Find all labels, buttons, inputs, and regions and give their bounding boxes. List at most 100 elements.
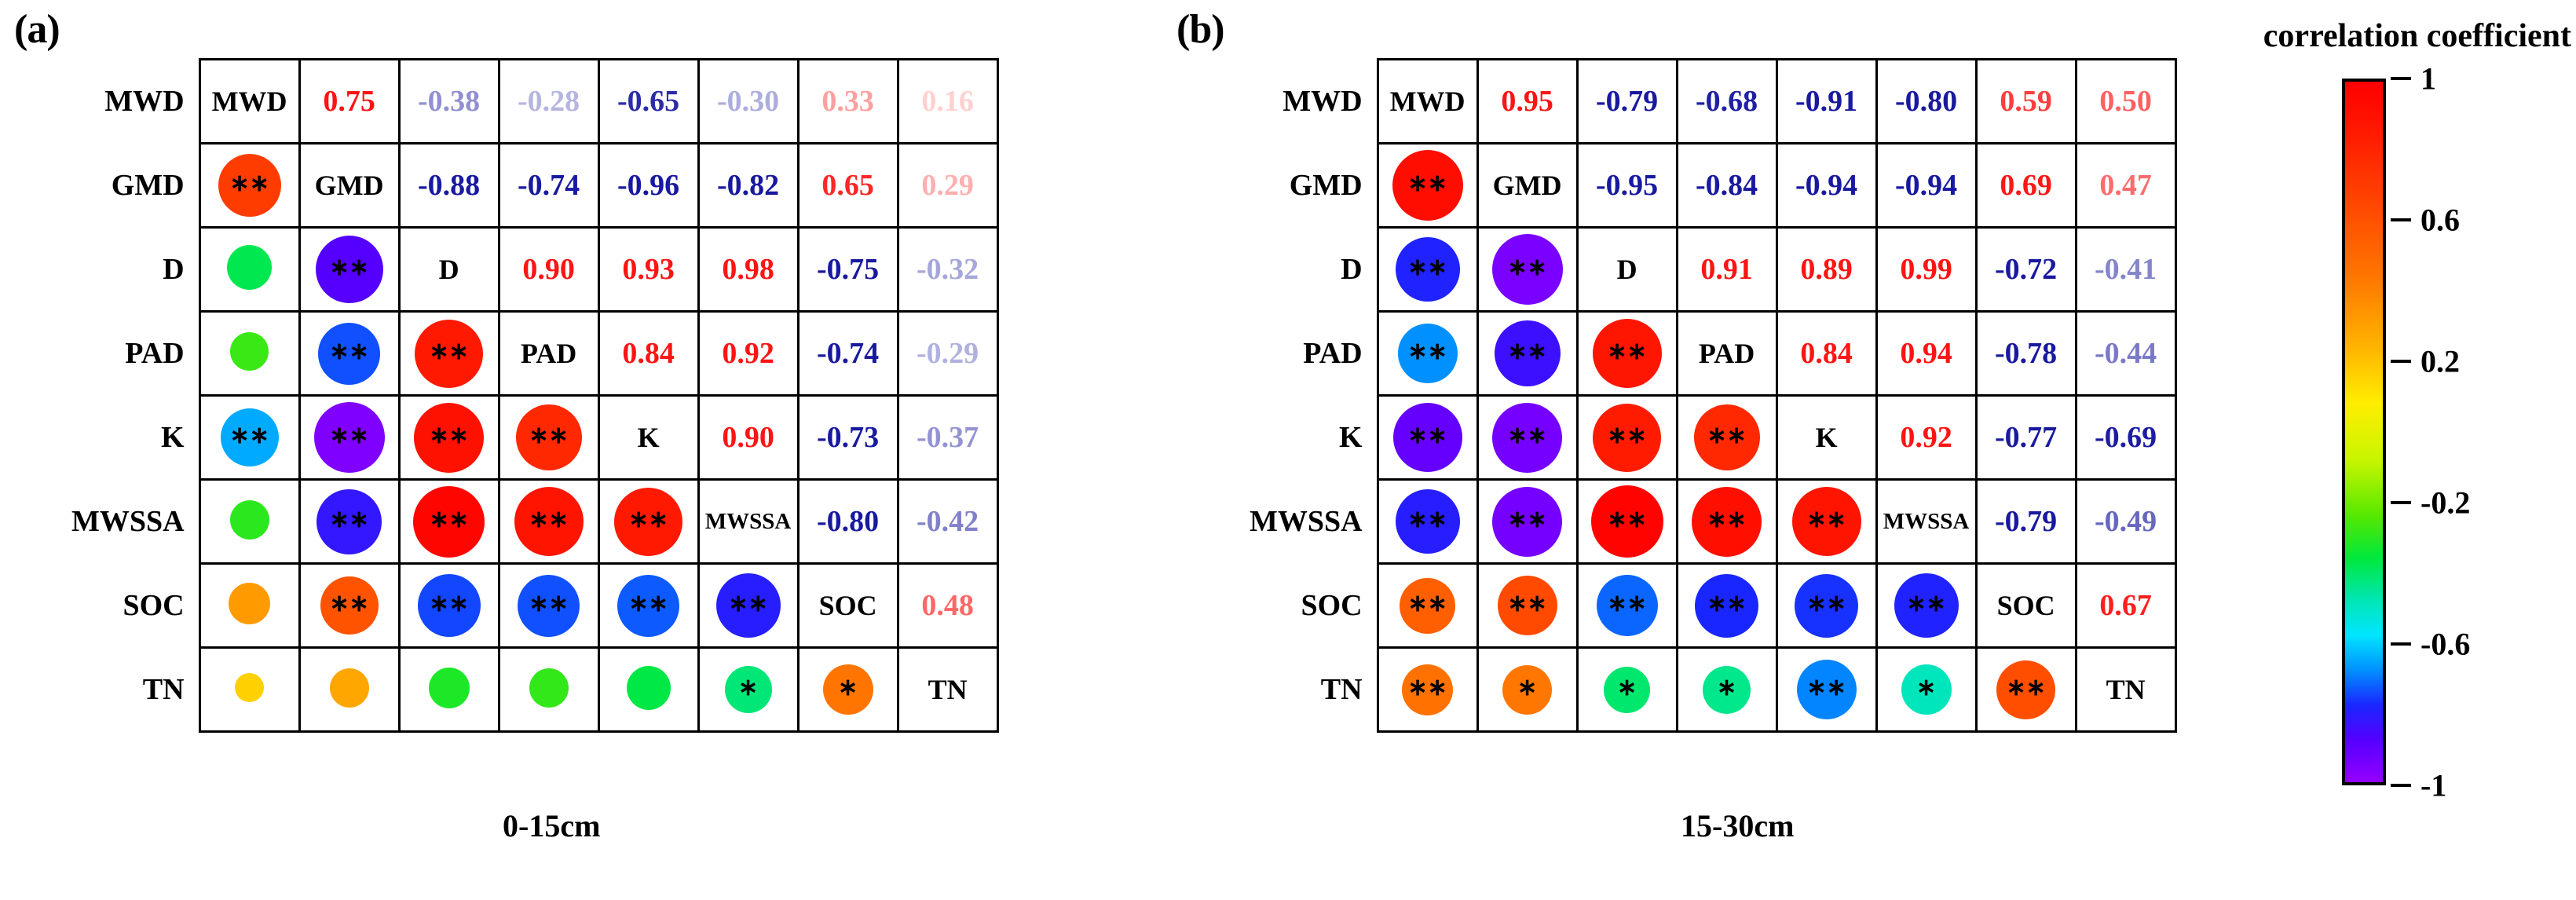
- corr-bubble-cell: [298, 646, 401, 733]
- corr-value: -0.30: [717, 85, 780, 118]
- corr-bubble-cell: ∗∗: [298, 478, 401, 565]
- corr-value-cell: 0.92: [697, 310, 800, 397]
- corr-bubble-cell: ∗∗: [1675, 562, 1778, 649]
- corr-bubble: ∗∗: [1596, 575, 1658, 636]
- corr-value-cell: -0.73: [796, 394, 899, 481]
- row-header-k: K: [161, 421, 185, 454]
- significance-marker: ∗: [1717, 675, 1737, 701]
- diagonal-label: MWD: [211, 86, 287, 117]
- row-header-gmd: GMD: [1289, 169, 1363, 202]
- corr-value: 0.93: [622, 253, 675, 286]
- diagonal-label: GMD: [1492, 170, 1562, 201]
- corr-bubble-cell: ∗∗: [198, 142, 301, 229]
- significance-marker: ∗∗: [1806, 591, 1846, 616]
- corr-value-cell: -0.91: [1775, 58, 1878, 145]
- row-header-gmd: GMD: [111, 169, 185, 202]
- corr-bubble: ∗∗: [1592, 319, 1662, 388]
- corr-value: -0.28: [518, 85, 580, 118]
- corr-bubble: ∗∗: [1693, 404, 1760, 470]
- row-header-mwd: MWD: [104, 85, 185, 118]
- corr-bubble: ∗∗: [1996, 660, 2056, 719]
- panel-b-tag: (b): [1176, 7, 1225, 52]
- row-header-soc: SOC: [123, 589, 185, 622]
- corr-value: 0.89: [1800, 253, 1853, 286]
- colorbar-title: correlation coefficient: [2263, 18, 2571, 54]
- corr-value: -0.41: [2095, 253, 2157, 286]
- corr-bubble: ∗∗: [1392, 150, 1463, 221]
- row-header-d: D: [1341, 253, 1363, 286]
- row-header-mwssa: MWSSA: [1250, 505, 1363, 538]
- corr-bubble: [235, 673, 265, 702]
- corr-value-cell: -0.79: [1575, 58, 1678, 145]
- diagonal-cell-d: D: [397, 226, 500, 313]
- corr-bubble: ∗∗: [1791, 487, 1861, 556]
- corr-value-cell: 0.90: [697, 394, 800, 481]
- corr-value: -0.44: [2095, 337, 2157, 370]
- significance-marker: ∗∗: [329, 338, 369, 364]
- significance-marker: ∗∗: [1707, 591, 1747, 616]
- corr-value-cell: 0.84: [597, 310, 700, 397]
- corr-bubble-cell: ∗∗: [497, 478, 600, 565]
- corr-bubble: [230, 332, 269, 371]
- corr-bubble-cell: ∗∗: [1476, 226, 1579, 313]
- corr-value: 0.94: [1900, 337, 1952, 370]
- significance-marker: ∗∗: [1507, 254, 1547, 280]
- corr-bubble: ∗∗: [1497, 576, 1557, 635]
- corr-bubble-cell: [198, 478, 301, 565]
- corr-bubble: ∗∗: [417, 574, 481, 637]
- corr-bubble: [227, 245, 273, 290]
- corr-bubble: ∗∗: [614, 487, 683, 556]
- row-header-soc: SOC: [1301, 589, 1363, 622]
- diagonal-cell-soc: SOC: [796, 562, 899, 649]
- corr-value: -0.94: [1795, 169, 1858, 202]
- corr-value-cell: 0.84: [1775, 310, 1878, 397]
- corr-value-cell: -0.68: [1675, 58, 1778, 145]
- significance-marker: ∗∗: [1407, 675, 1447, 701]
- diagonal-cell-mwd: MWD: [1376, 58, 1479, 145]
- table-row: MWSSA∗∗∗∗∗∗∗∗∗∗MWSSA-0.79-0.49: [1249, 478, 2177, 565]
- corr-bubble: ∗∗: [515, 404, 582, 470]
- corr-value-cell: -0.78: [1974, 310, 2077, 397]
- significance-marker: ∗: [738, 675, 759, 701]
- corr-value-cell: 0.94: [1875, 310, 1978, 397]
- diagonal-label: D: [438, 254, 459, 285]
- diagonal-label: MWD: [1389, 86, 1465, 117]
- corr-bubble: ∗∗: [1400, 577, 1456, 634]
- corr-bubble-cell: ∗∗: [1675, 394, 1778, 481]
- corr-bubble: ∗∗: [1695, 573, 1759, 638]
- diagonal-cell-mwssa: MWSSA: [697, 478, 800, 565]
- corr-value-cell: -0.32: [896, 226, 999, 313]
- corr-bubble: ∗∗: [1692, 486, 1762, 557]
- significance-marker: ∗∗: [1806, 675, 1846, 701]
- corr-value-cell: 0.99: [1875, 226, 1978, 313]
- corr-bubble-cell: ∗: [1675, 646, 1778, 733]
- corr-bubble-cell: ∗∗: [1376, 646, 1479, 733]
- corr-value-cell: -0.88: [397, 142, 500, 229]
- significance-marker: ∗∗: [2006, 675, 2046, 701]
- corr-value-cell: 0.29: [896, 142, 999, 229]
- diagonal-cell-tn: TN: [896, 646, 999, 733]
- significance-marker: ∗∗: [728, 591, 768, 616]
- corr-value: 0.65: [821, 169, 874, 202]
- diagonal-cell-pad: PAD: [497, 310, 600, 397]
- corr-value: 0.84: [1800, 337, 1853, 370]
- corr-value-cell: 0.90: [497, 226, 600, 313]
- row-header-mwd: MWD: [1283, 85, 1363, 118]
- significance-marker: ∗∗: [1906, 591, 1946, 616]
- row-header-k: K: [1339, 421, 1363, 454]
- corr-value: 0.90: [522, 253, 575, 286]
- corr-bubble: ∗∗: [1590, 485, 1663, 558]
- corr-value-cell: -0.38: [397, 58, 500, 145]
- corr-bubble: ∗∗: [1395, 489, 1460, 554]
- diagonal-cell-k: K: [1775, 394, 1878, 481]
- colorbar-tick-label: -0.6: [2420, 626, 2471, 662]
- corr-bubble: ∗: [1604, 666, 1651, 713]
